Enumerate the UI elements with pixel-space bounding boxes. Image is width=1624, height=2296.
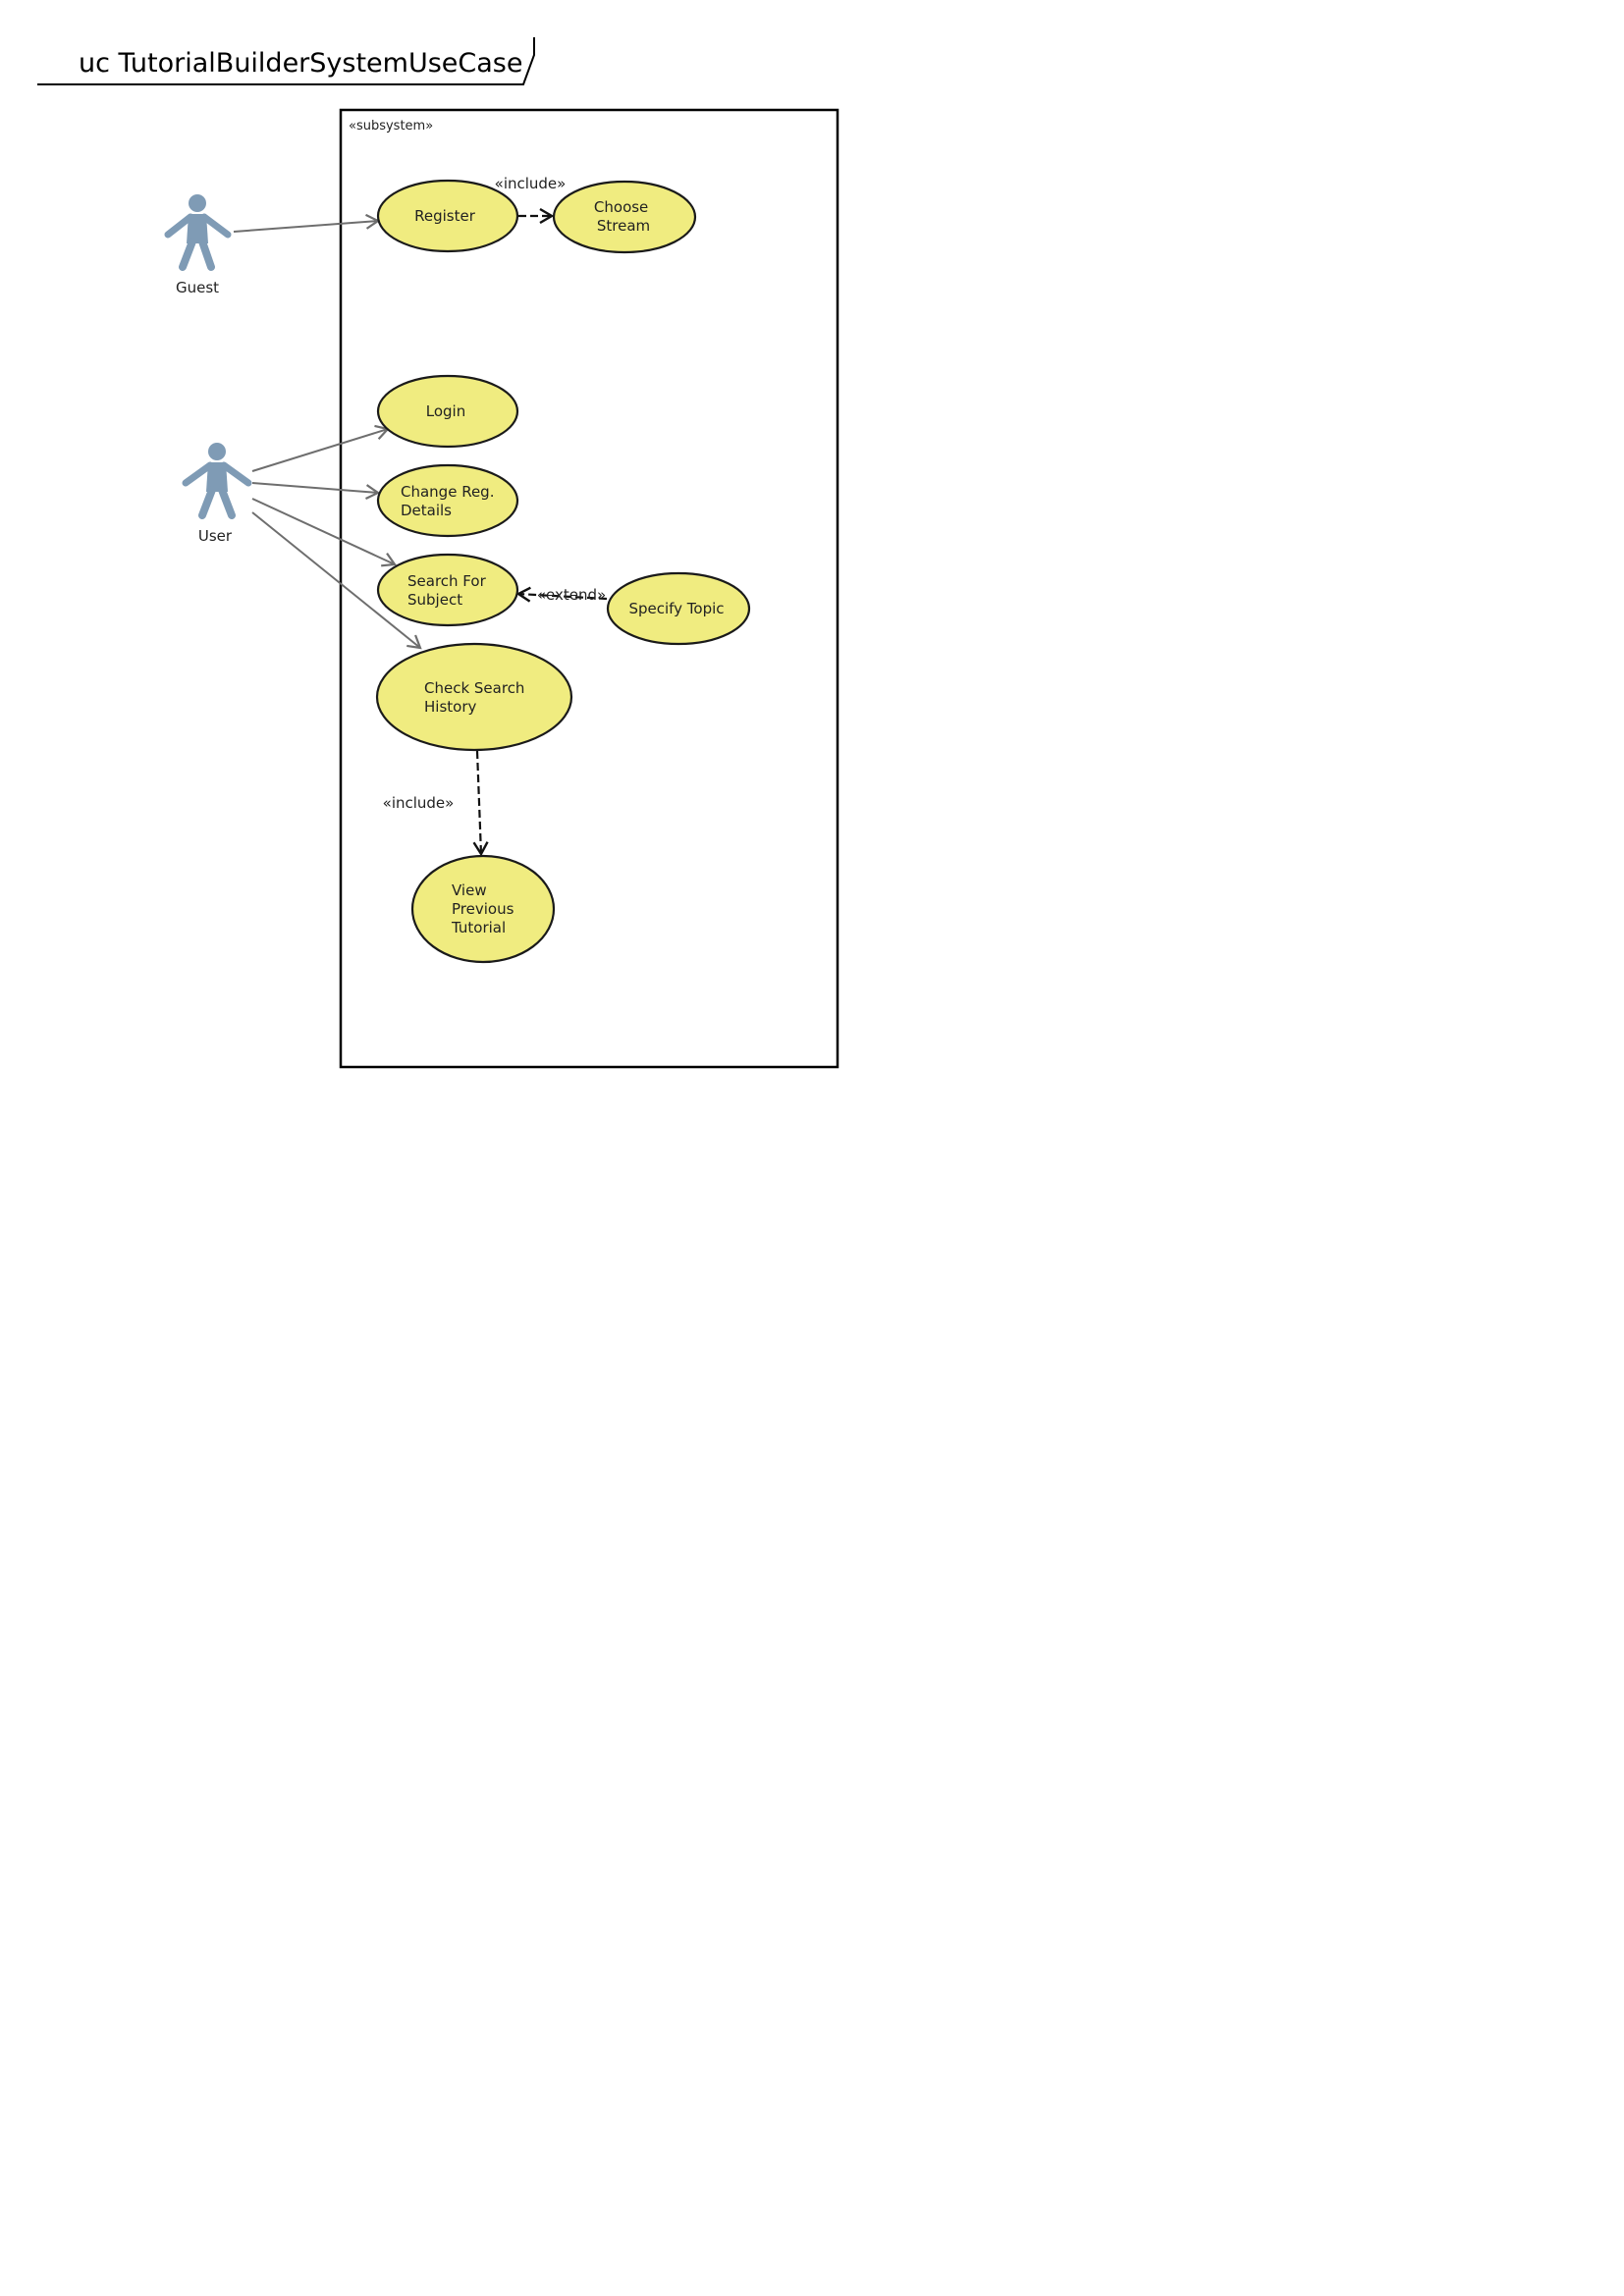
use-case-view-previous-tutorial[interactable]: View Previous Tutorial bbox=[410, 854, 556, 964]
use-case-view-previous-tutorial-line-1: View bbox=[452, 881, 487, 899]
include-label-history: «include» bbox=[383, 794, 455, 812]
svg-text:View Previous Tuto: View Previous Tutorial bbox=[451, 881, 518, 936]
subsystem-stereotype: «subsystem» bbox=[349, 119, 433, 133]
use-case-check-search-history-line-2: History bbox=[424, 698, 476, 716]
use-case-choose-stream-line-1: Choose bbox=[594, 198, 648, 216]
guest-actor-icon bbox=[164, 194, 232, 271]
user-actor-icon bbox=[182, 443, 252, 519]
svg-text:Check Search History: Check Search History bbox=[424, 679, 529, 716]
actor-user-label: User bbox=[198, 527, 233, 545]
svg-text:Register: Register bbox=[414, 207, 476, 225]
subsystem-boundary: «subsystem» bbox=[339, 108, 839, 1069]
svg-text:Specify Topic: Specify Topic bbox=[628, 600, 724, 617]
use-case-search-for-subject-line-2: Subject bbox=[407, 591, 462, 609]
use-case-search-for-subject-line-1: Search For bbox=[407, 572, 487, 590]
use-case-view-previous-tutorial-line-3: Tutorial bbox=[451, 919, 506, 936]
extend-specify-topic-search[interactable] bbox=[518, 594, 608, 599]
use-case-choose-stream[interactable]: Choose Stream bbox=[552, 180, 697, 254]
use-case-check-search-history-line-1: Check Search bbox=[424, 679, 524, 697]
include-label-register: «include» bbox=[495, 175, 567, 192]
svg-text:Search For Subject: Search For Subject bbox=[407, 572, 491, 609]
use-case-login[interactable]: Login bbox=[376, 374, 519, 449]
dependencies: «include» «extend» «include» bbox=[383, 175, 608, 854]
actor-guest-label: Guest bbox=[176, 279, 219, 296]
svg-text:Login: Login bbox=[426, 402, 465, 420]
use-case-register-label: Register bbox=[414, 207, 476, 225]
svg-text:Choose Stream: Choose Stream bbox=[594, 198, 653, 235]
association-user-search-for-subject[interactable] bbox=[251, 498, 397, 567]
frame-title: uc TutorialBuilderSystemUseCase bbox=[79, 48, 523, 79]
use-case-change-reg-details-line-2: Details bbox=[401, 502, 452, 519]
actor-guest[interactable]: Guest bbox=[164, 194, 232, 296]
subsystem-rect bbox=[339, 108, 839, 1069]
use-case-check-search-history[interactable]: Check Search History bbox=[375, 642, 573, 752]
use-case-login-label: Login bbox=[426, 402, 465, 420]
association-user-check-search-history[interactable] bbox=[251, 511, 422, 650]
use-case-specify-topic-label: Specify Topic bbox=[628, 600, 724, 617]
use-case-specify-topic[interactable]: Specify Topic bbox=[606, 571, 751, 646]
use-case-view-previous-tutorial-line-2: Previous bbox=[452, 900, 514, 918]
associations bbox=[233, 213, 422, 650]
diagram-frame-header: uc TutorialBuilderSystemUseCase bbox=[37, 37, 535, 85]
use-case-choose-stream-line-2: Stream bbox=[597, 217, 650, 235]
use-case-change-reg-details[interactable]: Change Reg. Details bbox=[376, 463, 519, 538]
association-guest-register[interactable] bbox=[233, 213, 381, 233]
frame-tab-outline bbox=[37, 37, 535, 85]
svg-text:Change Reg. Details: Change Reg. Details bbox=[401, 483, 499, 519]
include-history-view-previous[interactable] bbox=[477, 750, 481, 854]
use-case-register[interactable]: Register bbox=[376, 179, 519, 253]
association-user-change-reg-details[interactable] bbox=[251, 482, 381, 501]
use-case-change-reg-details-line-1: Change Reg. bbox=[401, 483, 494, 501]
extend-label-specify-topic: «extend» bbox=[537, 586, 606, 604]
association-user-login[interactable] bbox=[251, 424, 391, 472]
actor-user[interactable]: User bbox=[182, 443, 252, 545]
use-case-search-for-subject[interactable]: Search For Subject bbox=[376, 553, 519, 627]
